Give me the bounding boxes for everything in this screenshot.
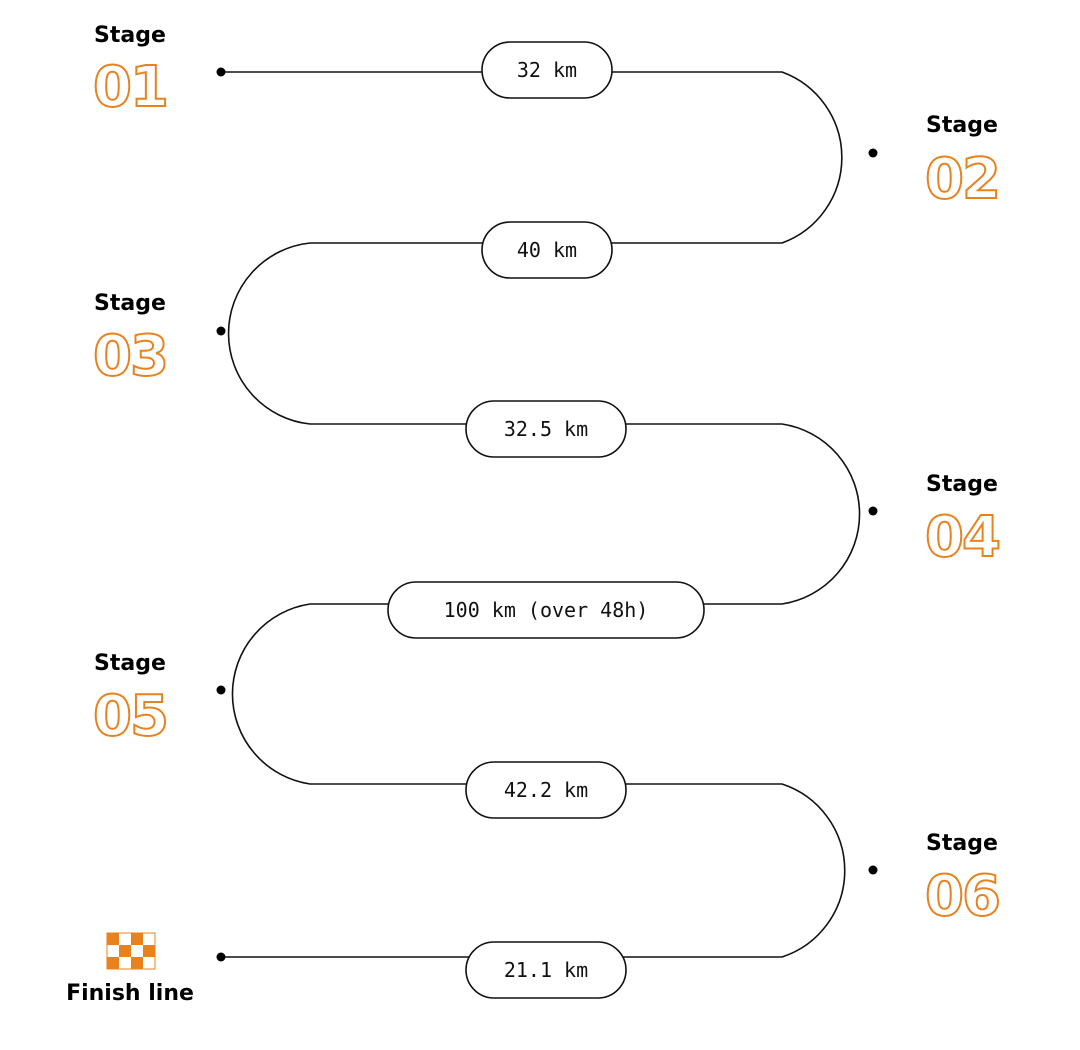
stage-01-number: 01 [93,55,167,120]
stage-02-label: Stage [926,113,998,138]
leg-1-pill: 32 km [481,41,613,99]
finish-dot [216,952,226,962]
stage-01-label: Stage [94,23,166,48]
stage-02-dot [868,148,878,158]
leg-6-distance: 21.1 km [504,958,588,982]
checkered-flag-icon [106,932,156,970]
stage-04-dot [868,506,878,516]
stage-06: Stage 06 [924,831,1002,930]
leg-2-distance: 40 km [517,238,577,262]
leg-4-pill: 100 km (over 48h) [387,581,705,639]
stage-06-number: 06 [925,864,999,929]
leg-1-distance: 32 km [517,58,577,82]
stage-03-dot [216,326,226,336]
stage-04-label: Stage [926,472,998,497]
stage-04: Stage 04 [924,472,1002,571]
leg-4-distance: 100 km (over 48h) [444,598,649,622]
stage-03: Stage 03 [92,291,170,390]
leg-5-pill: 42.2 km [465,761,627,819]
stage-06-label: Stage [926,831,998,856]
stage-05: Stage 05 [92,651,170,750]
stage-02: Stage 02 [924,113,1002,213]
stage-04-number: 04 [925,505,999,570]
leg-3-distance: 32.5 km [504,417,588,441]
stage-05-number: 05 [93,684,167,749]
stage-01-dot [216,67,226,77]
stage-02-number: 02 [925,147,999,212]
stage-06-dot [868,865,878,875]
leg-2-pill: 40 km [481,221,613,279]
route-line [221,71,861,958]
stage-05-dot [216,685,226,695]
leg-6-pill: 21.1 km [465,941,627,999]
stage-03-label: Stage [94,291,166,316]
leg-5-distance: 42.2 km [504,778,588,802]
stage-01: Stage 01 [92,23,170,121]
stage-03-number: 03 [93,324,167,389]
leg-3-pill: 32.5 km [465,400,627,458]
stage-05-label: Stage [94,651,166,676]
finish-label: Finish line [66,981,194,1006]
